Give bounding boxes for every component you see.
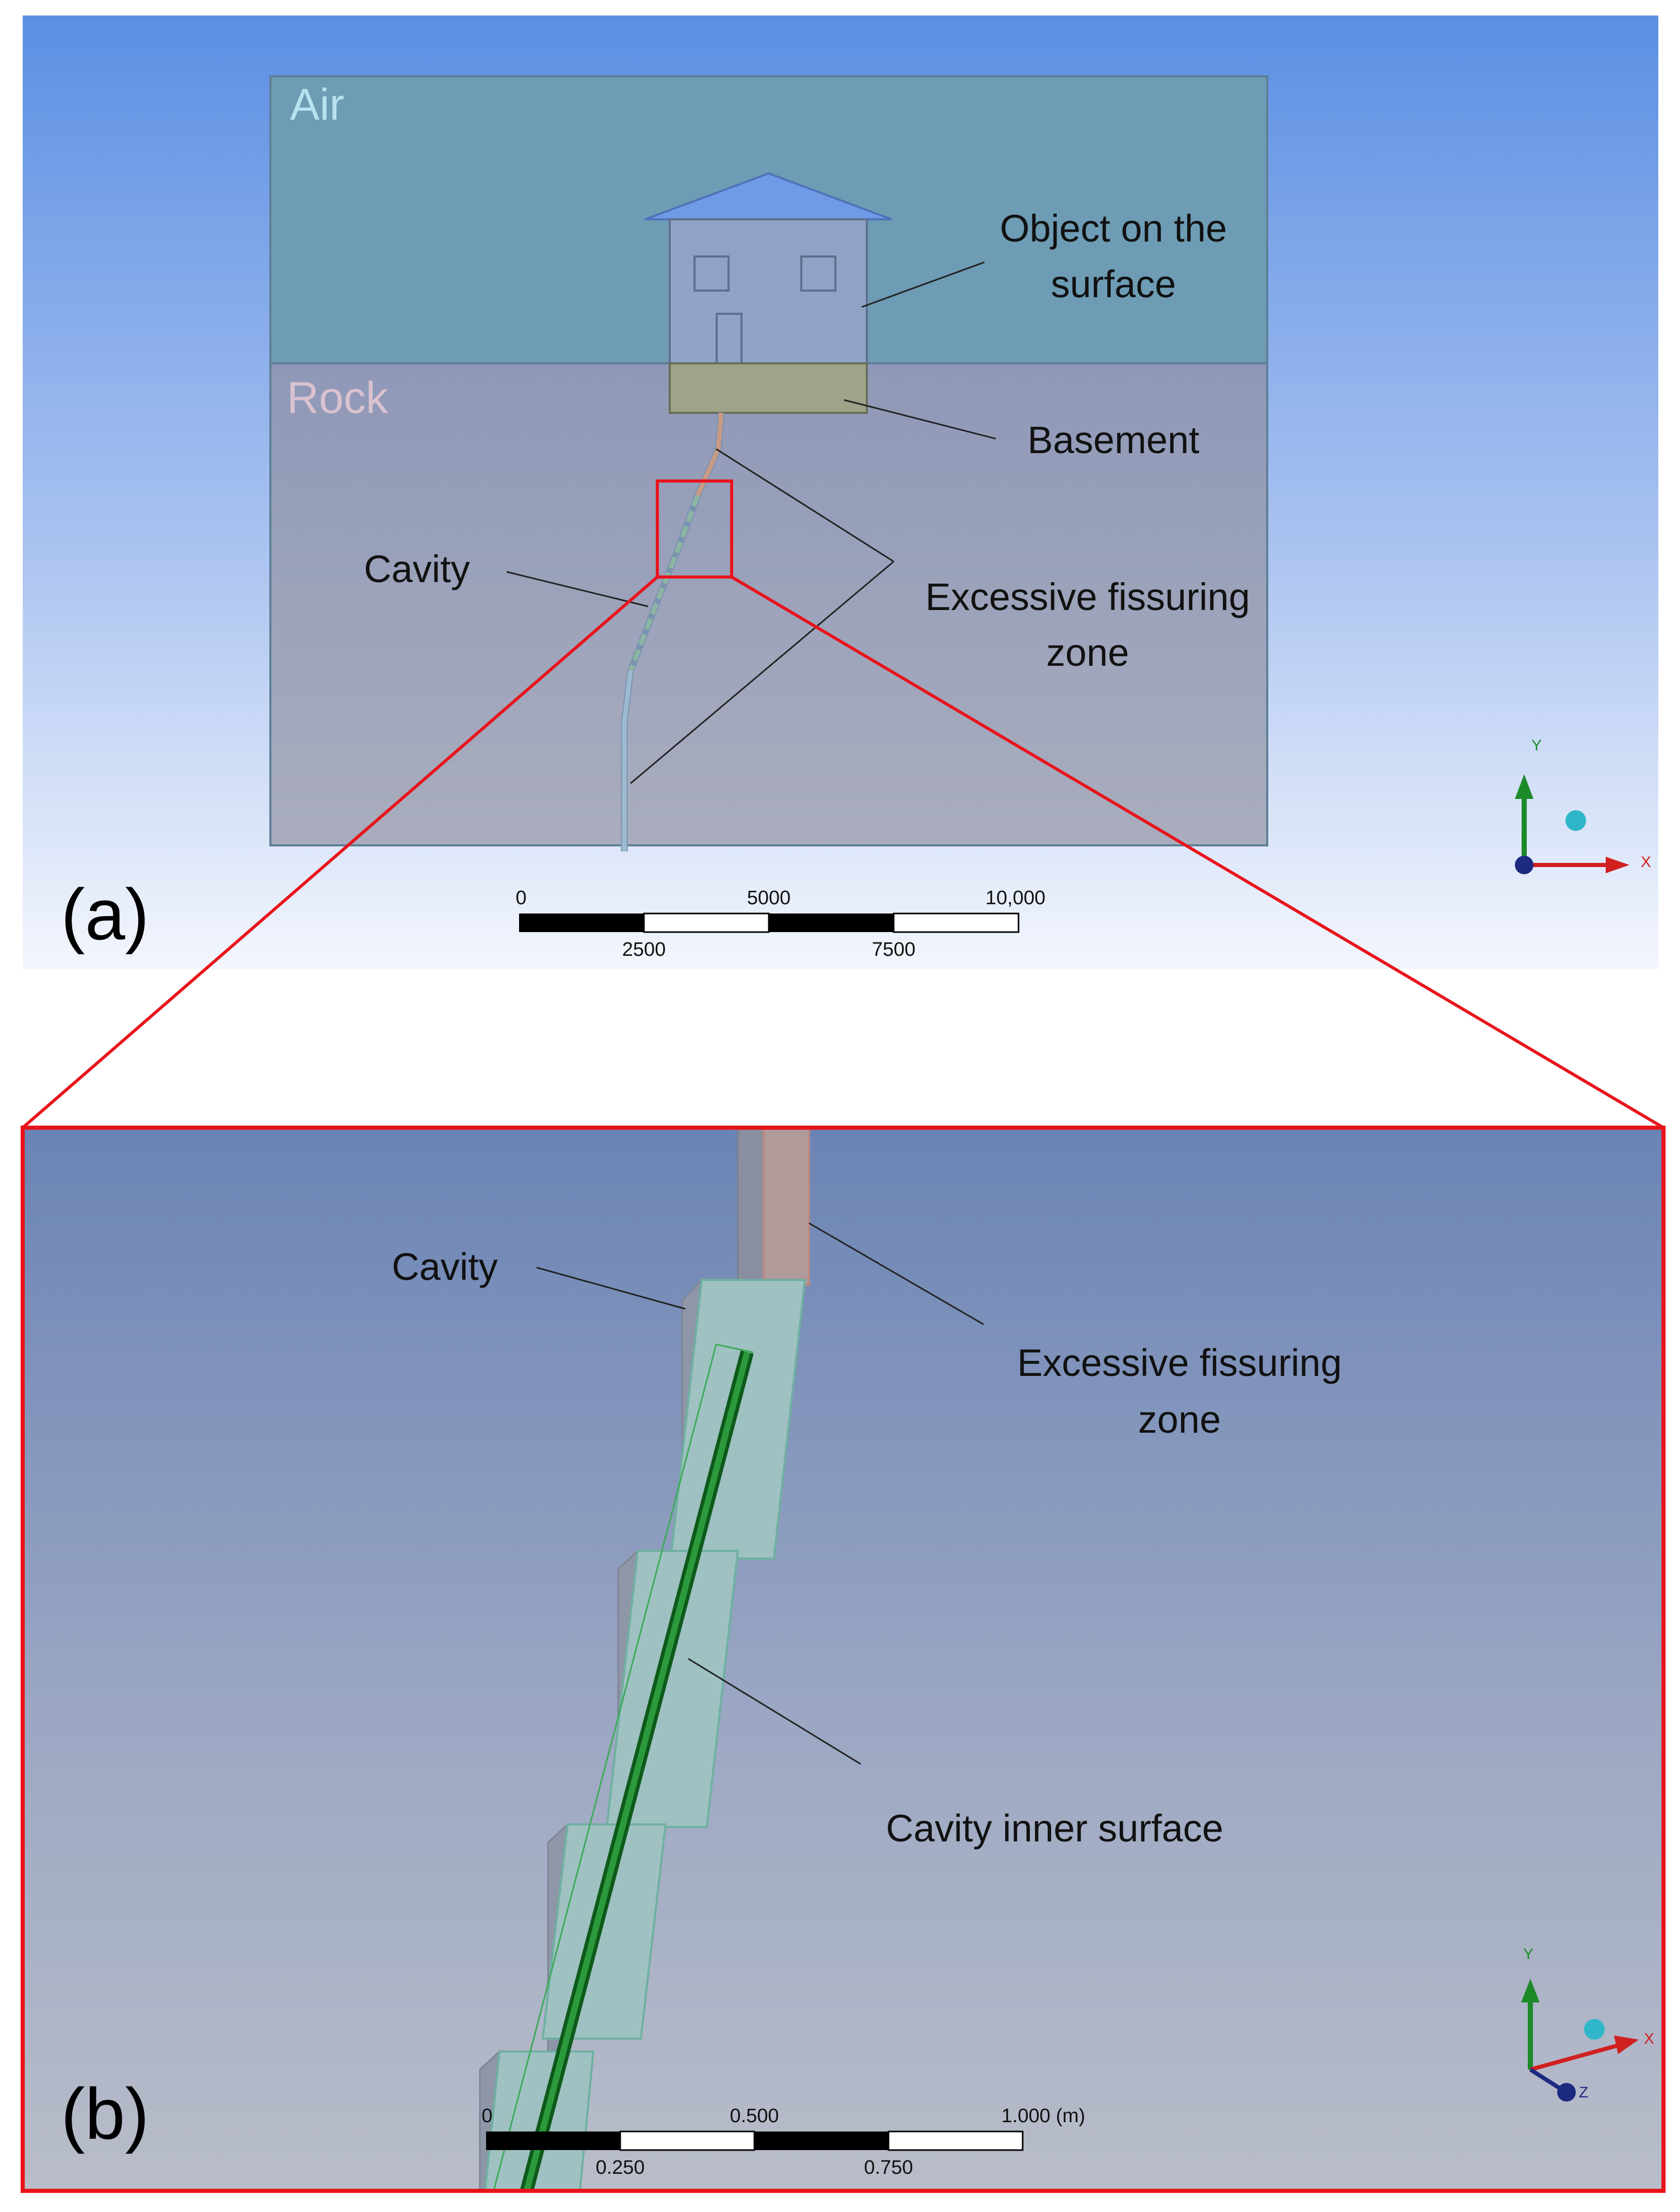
zoom-highlight-box [656, 479, 733, 579]
house-object [644, 172, 892, 364]
triad-b-x: X [1644, 2030, 1654, 2047]
axis-triad-b: Y X Z [1521, 1946, 1654, 2102]
cavity-callout-line [506, 571, 649, 607]
panel-b-border [21, 1126, 1666, 2193]
basement-callout-line [844, 399, 996, 440]
cavity-inner-surface [493, 1343, 754, 2191]
scale-a-tick-0: 0 [515, 887, 526, 909]
fissure-callout-line-b [809, 1222, 984, 1325]
scale-bar-b: 0 0.500 1.000 (m) 0.250 0.750 [481, 2105, 1085, 2178]
scale-a-tick-10000: 10,000 [986, 887, 1045, 909]
scale-a-tick-5000: 5000 [747, 887, 791, 909]
object-callout-text-2: surface [1051, 263, 1176, 306]
scale-b-tick-0250: 0.250 [595, 2157, 644, 2178]
object-callout-text-1: Object on the [1000, 207, 1227, 250]
triad-a-x: X [1641, 854, 1651, 871]
rock-label: Rock [287, 373, 389, 423]
scale-a-tick-7500: 7500 [872, 939, 916, 960]
panel-a-tag: (a) [61, 874, 149, 955]
scale-b-tick-0500: 0.500 [730, 2105, 779, 2127]
fissure-callout-text-2: zone [1046, 631, 1129, 674]
scale-a-tick-2500: 2500 [622, 939, 666, 960]
zoom-connector-left [22, 575, 658, 1129]
triad-a-y: Y [1531, 737, 1542, 754]
fissure-callout-text-b-2: zone [1138, 1398, 1221, 1441]
fissure-column [737, 1128, 810, 1286]
cavity-callout-text: Cavity [364, 548, 470, 590]
basement-block [669, 362, 868, 414]
cavity-callout-line-b [536, 1267, 686, 1310]
panel-b: Cavity Excessive fissuring zone Cavity i… [21, 1126, 1666, 2193]
axis-triad-a: Y X [1515, 737, 1651, 874]
scale-b-tick-1000: 1.000 (m) [1001, 2105, 1086, 2127]
fissure-callout-line-lower [630, 560, 894, 784]
cavity-callout-text-b: Cavity [392, 1245, 498, 1288]
inner-surface-callout-line [688, 1658, 861, 1765]
fissure-callout-text-1: Excessive fissuring [925, 575, 1250, 618]
panel-b-background [23, 1128, 1663, 2191]
fissure-callout-line-upper [716, 448, 894, 563]
basement-callout-text: Basement [1027, 419, 1200, 461]
triad-b-z: Z [1579, 2084, 1588, 2101]
inner-surface-callout-text: Cavity inner surface [886, 1807, 1223, 1850]
air-label: Air [290, 80, 344, 130]
object-callout-line [861, 261, 985, 308]
panel-b-tag: (b) [61, 2073, 149, 2154]
scale-b-tick-0750: 0.750 [864, 2157, 913, 2178]
triad-b-y: Y [1523, 1946, 1533, 1963]
scale-b-tick-0: 0 [481, 2105, 492, 2127]
fissure-callout-text-b-1: Excessive fissuring [1017, 1341, 1342, 1384]
scale-bar-a: 0 5000 10,000 2500 7500 [515, 887, 1045, 960]
zoom-connector-right [731, 575, 1665, 1129]
panel-a: Air Rock Object on the surface Basement … [23, 15, 1658, 969]
